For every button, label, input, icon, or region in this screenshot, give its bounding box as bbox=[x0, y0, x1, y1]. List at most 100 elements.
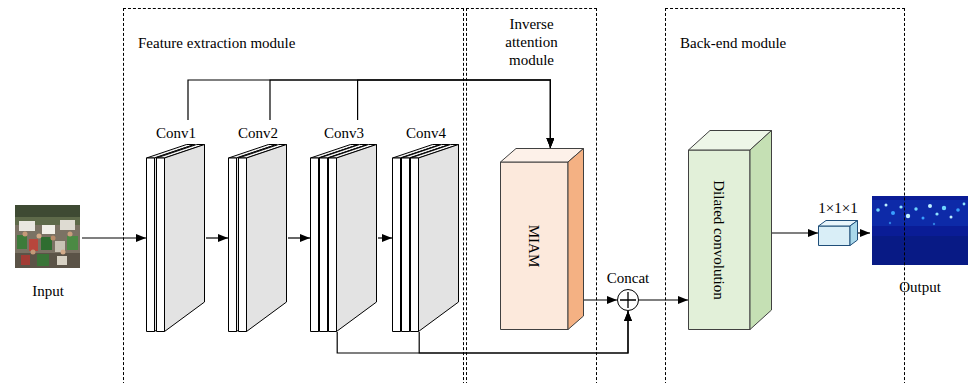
crowd-photo bbox=[68, 232, 73, 237]
layer-label: Conv4 bbox=[392, 124, 460, 142]
layer-side bbox=[419, 145, 459, 332]
layer-front bbox=[311, 158, 319, 332]
layer-front bbox=[320, 158, 328, 332]
density-map bbox=[906, 214, 910, 218]
module-region: Back-end moduleDilated convolution 1×1×1 bbox=[665, 8, 905, 383]
density-map bbox=[956, 208, 960, 212]
crowd-photo bbox=[42, 225, 55, 234]
density-map bbox=[950, 216, 953, 219]
density-map bbox=[935, 212, 938, 215]
connector-arrow bbox=[358, 80, 551, 148]
connector-arrow bbox=[82, 237, 146, 238]
layer-side bbox=[165, 145, 205, 332]
layer-stack bbox=[228, 144, 288, 332]
layer-stack bbox=[310, 144, 378, 332]
layer-front bbox=[393, 158, 401, 332]
layer-front bbox=[147, 158, 155, 332]
attention-block: MIAM bbox=[500, 148, 584, 330]
density-map bbox=[876, 208, 880, 212]
front-face bbox=[689, 150, 751, 330]
connector-arrow bbox=[206, 237, 228, 238]
dilated-conv-block-shape bbox=[688, 130, 772, 330]
density-map bbox=[922, 217, 925, 220]
layer-side bbox=[247, 145, 287, 332]
connector-arrow bbox=[270, 80, 550, 148]
density-map bbox=[933, 223, 935, 225]
density-map bbox=[889, 222, 891, 224]
density-map bbox=[872, 236, 968, 265]
connector-arrow bbox=[858, 232, 870, 233]
conv-layer: Conv4 bbox=[392, 120, 460, 332]
layer-front bbox=[402, 158, 410, 332]
layer-stack bbox=[392, 144, 460, 332]
module-heading: Feature extraction module bbox=[138, 34, 295, 52]
connector-arrow bbox=[772, 232, 818, 233]
conv-layer: Conv3 bbox=[310, 120, 378, 332]
crowd-photo bbox=[19, 221, 35, 231]
crowd-photo bbox=[31, 250, 36, 255]
plus-sign bbox=[618, 290, 638, 310]
layer-label: Conv2 bbox=[228, 124, 288, 142]
density-map bbox=[942, 206, 946, 210]
side-face bbox=[850, 221, 858, 246]
crowd-photo bbox=[37, 254, 49, 266]
crowd-photo bbox=[29, 239, 38, 251]
output-conv-cube: 1×1×1 bbox=[818, 220, 858, 246]
block-label: Dilated convolution bbox=[710, 180, 728, 300]
concat-label: Concat bbox=[607, 269, 650, 287]
density-map bbox=[963, 203, 966, 206]
crowd-photo bbox=[61, 250, 66, 255]
input-node: Input bbox=[14, 205, 82, 300]
layer-front bbox=[411, 158, 419, 332]
density-map bbox=[928, 204, 932, 208]
output-density-map bbox=[872, 196, 968, 265]
layer-side bbox=[337, 145, 377, 332]
layer-front bbox=[157, 158, 165, 332]
crowd-photo bbox=[15, 253, 80, 268]
side-face bbox=[568, 149, 584, 330]
concat-symbol: Concat bbox=[617, 289, 639, 311]
crowd-photo bbox=[17, 235, 27, 249]
block-label: MIAM bbox=[525, 225, 543, 268]
crowd-photo bbox=[21, 255, 30, 265]
plus-stroke bbox=[620, 292, 636, 308]
crowd-photo bbox=[51, 236, 56, 241]
connector-arrow bbox=[188, 80, 550, 148]
layer-front bbox=[239, 158, 247, 332]
layer-stack bbox=[146, 144, 206, 332]
density-map bbox=[899, 205, 902, 208]
side-face bbox=[750, 131, 772, 330]
connector-arrow bbox=[337, 311, 628, 353]
crowd-photo bbox=[23, 232, 28, 237]
conv-layer: Conv1 bbox=[146, 120, 206, 332]
output-conv-cube-shape bbox=[818, 220, 858, 246]
module-region: Feature extraction moduleConv1 Conv2 Conv3… bbox=[123, 8, 464, 383]
layer-front bbox=[229, 158, 237, 332]
connector-arrow bbox=[584, 299, 617, 300]
density-map bbox=[891, 211, 895, 215]
front-face bbox=[819, 226, 851, 246]
layer-label: Conv3 bbox=[310, 124, 378, 142]
crowd-photo bbox=[41, 237, 52, 250]
crowd-photo bbox=[60, 220, 75, 230]
density-map bbox=[885, 204, 888, 207]
dilated-conv-block: Dilated convolution bbox=[688, 130, 772, 330]
module-region: Inverse attention moduleMIAM bbox=[466, 8, 597, 383]
density-map bbox=[872, 196, 968, 265]
connector-arrow bbox=[378, 237, 392, 238]
density-map bbox=[914, 207, 917, 210]
conv-layer: Conv2 bbox=[228, 120, 288, 332]
crowd-photo bbox=[57, 256, 67, 265]
crowd-photo bbox=[15, 205, 80, 217]
output-node: Output bbox=[870, 196, 970, 296]
input-image bbox=[15, 205, 80, 268]
input-label: Input bbox=[32, 282, 64, 300]
module-heading: Back-end module bbox=[680, 34, 786, 52]
connector-arrow bbox=[639, 299, 688, 300]
front-face bbox=[501, 162, 569, 330]
output-label: Output bbox=[899, 278, 941, 296]
layer-label: Conv1 bbox=[146, 124, 206, 142]
layer-front bbox=[329, 158, 337, 332]
connector-arrow bbox=[288, 237, 310, 238]
